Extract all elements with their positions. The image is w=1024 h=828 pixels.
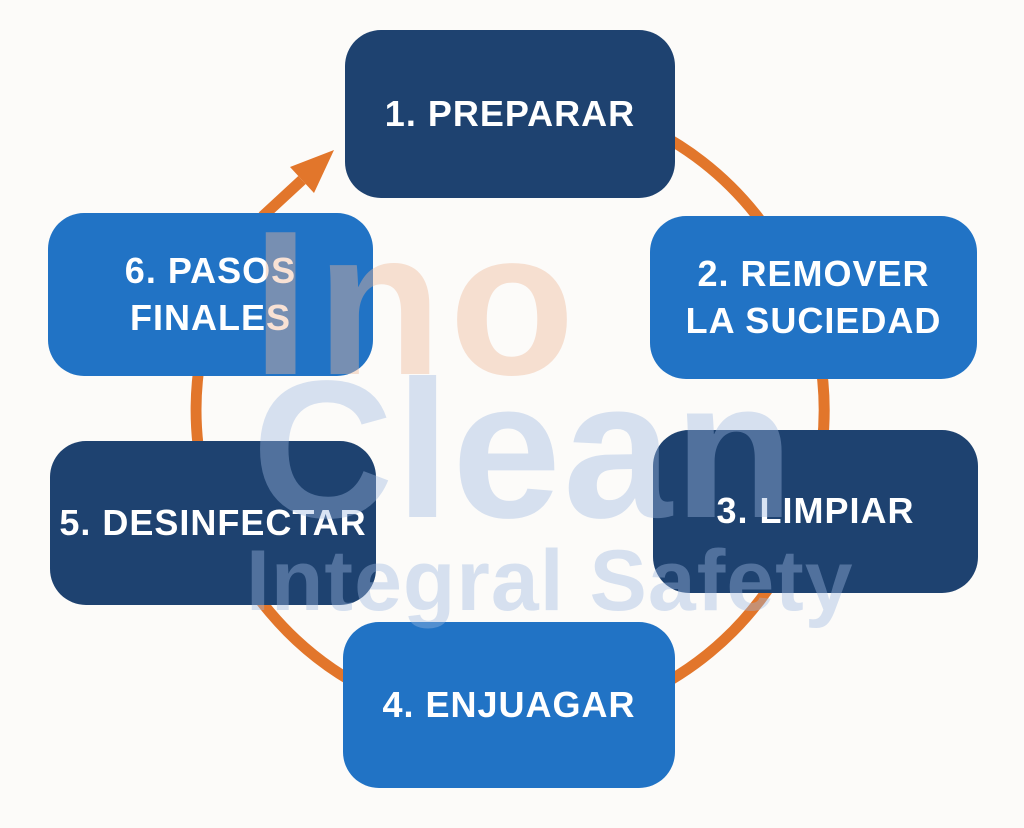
step-box-6-pasos-finales: 6. PASOS FINALES: [48, 213, 373, 376]
arrow-shaft: [259, 175, 306, 221]
step-label: 6. PASOS FINALES: [125, 248, 296, 342]
step-label: 3. LIMPIAR: [716, 488, 914, 535]
step-text-line: FINALES: [129, 296, 291, 338]
step-label: 4. ENJUAGAR: [382, 682, 635, 729]
step-box-2-remover-la-suciedad: 2. REMOVER LA SUCIEDAD: [650, 216, 977, 379]
step-label: 5. DESINFECTAR: [59, 500, 366, 547]
step-text-line: 5. DESINFECTAR: [59, 501, 367, 543]
step-box-1-preparar: 1. PREPARAR: [345, 30, 675, 198]
step-text-line: 6. PASOS: [124, 249, 297, 291]
step-text-line: 1. PREPARAR: [384, 92, 636, 134]
step-box-3-limpiar: 3. LIMPIAR: [653, 430, 978, 593]
step-box-5-desinfectar: 5. DESINFECTAR: [50, 441, 376, 605]
step-label: 2. REMOVER LA SUCIEDAD: [686, 251, 942, 345]
arrow-head-icon: [290, 150, 334, 193]
step-box-4-enjuagar: 4. ENJUAGAR: [343, 622, 675, 788]
step-text-line: 3. LIMPIAR: [716, 490, 915, 532]
step-label: 1. PREPARAR: [385, 91, 635, 138]
step-text-line: 2. REMOVER: [697, 252, 930, 294]
step-text-line: 4. ENJUAGAR: [382, 683, 636, 725]
step-text-line: LA SUCIEDAD: [685, 299, 942, 341]
